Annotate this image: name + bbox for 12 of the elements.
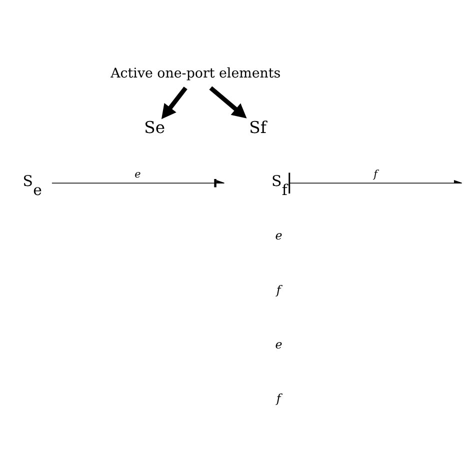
- edge-label: e: [134, 168, 141, 180]
- label: e: [275, 336, 282, 351]
- arrow: [209, 86, 247, 118]
- node-text: Se: [144, 117, 166, 136]
- edge-label: f: [374, 168, 378, 180]
- label: f: [276, 282, 281, 296]
- arrow: [161, 86, 188, 119]
- label: e: [275, 228, 282, 242]
- node-text: Active one-port elements: [110, 66, 281, 82]
- label: f: [276, 391, 281, 406]
- arrow: [289, 180, 462, 183]
- node-text: Sf: [249, 117, 266, 136]
